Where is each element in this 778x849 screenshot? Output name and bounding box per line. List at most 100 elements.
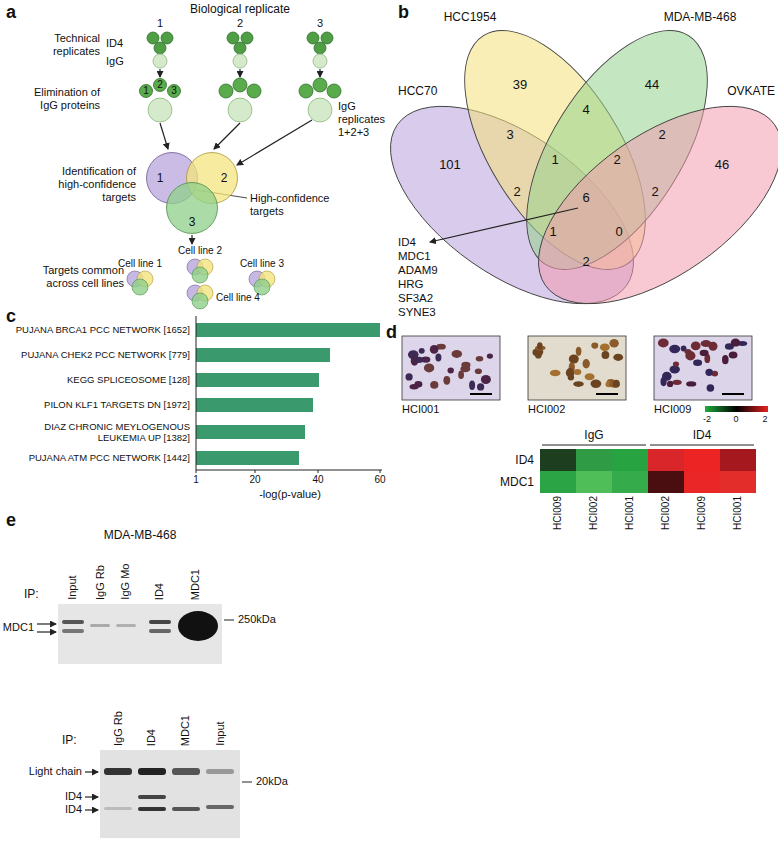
node-text: 3: [189, 216, 196, 228]
panel-letter: d: [386, 322, 397, 344]
nucleus: [691, 341, 701, 350]
nucleus: [667, 381, 673, 387]
heatmap-cell: [612, 449, 648, 471]
color-scale: [705, 406, 768, 412]
igg-replicate: [313, 54, 327, 68]
gene-name: SYNE3: [398, 306, 436, 320]
region-count: 2: [582, 254, 589, 270]
nucleus: [670, 365, 680, 373]
id4-replicate: [147, 32, 159, 44]
nucleus: [669, 345, 680, 353]
bar: [196, 373, 319, 387]
region-count: 3: [506, 127, 513, 143]
id4-replicate: [321, 32, 333, 44]
arrow: [237, 120, 312, 165]
band: [138, 807, 166, 811]
nucleus: [461, 362, 470, 368]
lane-label: IgG Mo: [119, 564, 132, 600]
node-text: 2: [221, 172, 228, 184]
nucleus: [452, 350, 463, 358]
nucleus: [731, 339, 740, 347]
gene-name: ID4: [398, 236, 416, 250]
lane-label: ID4: [145, 729, 158, 746]
region-count: 39: [513, 77, 527, 93]
nucleus: [661, 377, 667, 386]
band-label: ID4: [65, 790, 82, 803]
heatmap-cell: [612, 471, 648, 493]
region-count: 2: [651, 184, 658, 200]
pooled-igg: [148, 98, 172, 122]
replicate-circle: 2: [153, 78, 167, 92]
band-arrow: [85, 809, 98, 810]
arrow: [160, 123, 168, 149]
group-heading: Biological replicate: [190, 2, 290, 16]
id4-replicate: [234, 42, 246, 54]
ip-label: IP:: [62, 733, 77, 747]
nucleus: [475, 368, 482, 374]
lane-label: ID4: [153, 583, 166, 600]
id4-replicate: [154, 42, 166, 54]
column-label: HCI009: [696, 496, 708, 530]
axis-tick: [196, 470, 197, 473]
column-label: HCI001: [624, 496, 636, 530]
nucleus: [406, 373, 413, 380]
arrow: [239, 69, 240, 77]
band-arrow: [37, 623, 56, 624]
nucleus: [576, 347, 582, 356]
nucleus: [729, 351, 738, 358]
nucleus: [709, 342, 718, 351]
row-label: MDC1: [500, 475, 534, 489]
band: [138, 768, 166, 775]
gene-set-name: PUJANA CHEK2 PCC NETWORK [779]: [21, 349, 190, 360]
axis-tick: [255, 470, 256, 473]
mini-venn-circle: [192, 267, 208, 283]
node-outline: [140, 85, 153, 98]
band-arrow: [37, 631, 56, 632]
nucleus: [609, 339, 618, 348]
sample-label: HCI001: [402, 403, 439, 416]
nucleus: [707, 384, 715, 391]
band: [149, 629, 171, 633]
band: [178, 611, 218, 641]
heatmap-cell: [540, 449, 576, 471]
region-count: 1: [549, 224, 556, 240]
pooled-igg: [308, 98, 332, 122]
band: [62, 629, 84, 633]
step-label: Identification of high-confidence target…: [44, 165, 136, 205]
heatmap-cell: [684, 449, 720, 471]
set-name: HCC1954: [444, 10, 497, 24]
filtered-replicate: [313, 78, 327, 92]
gene-set-name: PILON KLF1 TARGETS DN [1972]: [44, 399, 190, 410]
region-count: 101: [439, 157, 461, 173]
step-label: Technical replicates: [28, 32, 100, 58]
lane-label: Input: [65, 576, 78, 600]
scale-label: 0: [733, 414, 738, 425]
tick-label: 60: [374, 474, 385, 486]
nucleus: [550, 370, 561, 377]
annotation: High-confidence targets: [250, 192, 342, 218]
panel-letter: c: [6, 306, 16, 328]
sample-label: ID4: [106, 37, 123, 50]
sample-label: IgG: [106, 55, 124, 68]
region-count: 6: [582, 190, 589, 206]
nucleus: [686, 381, 696, 386]
replicate-number: 2: [237, 17, 243, 30]
blot: [100, 750, 240, 838]
row-label: ID4: [515, 453, 534, 467]
heatmap-cell: [576, 471, 612, 493]
region-count: 4: [582, 102, 589, 118]
gene-set-name: PUJANA BRCA1 PCC NETWORK [1652]: [16, 324, 190, 335]
id4-replicate: [227, 32, 239, 44]
region-count: 2: [613, 152, 620, 168]
node-text: 3: [171, 86, 177, 96]
heatmap-cell: [540, 471, 576, 493]
set-name: OVKATE: [727, 84, 775, 98]
nucleus: [705, 369, 713, 376]
cell-line-label: Cell line 1: [118, 258, 162, 270]
filtered-replicate: [247, 84, 261, 98]
heatmap-cell: [684, 471, 720, 493]
set-name: MDA-MB-468: [664, 10, 737, 24]
band: [104, 807, 132, 810]
nucleus: [476, 356, 484, 361]
nucleus: [414, 357, 424, 363]
